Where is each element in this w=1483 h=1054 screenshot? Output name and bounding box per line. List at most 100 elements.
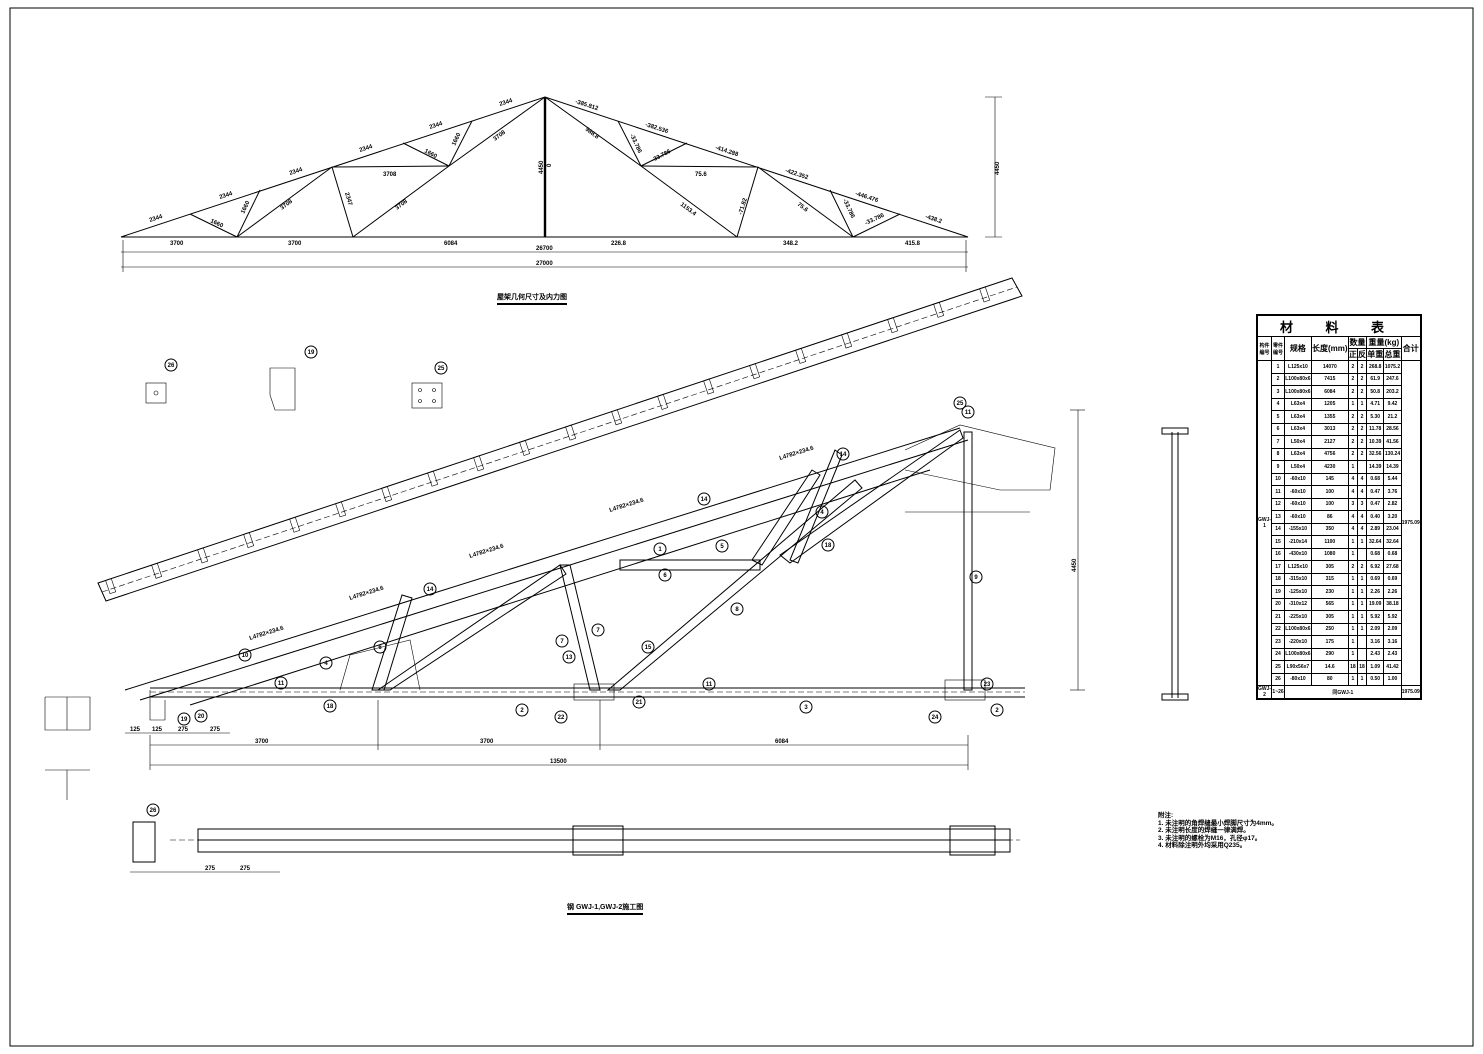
member-label: 2344 [359, 144, 374, 154]
table-cell: 2 [1271, 372, 1286, 386]
table-cell: L63x4 [1284, 410, 1312, 424]
footer-cell: GWJ-2 [1256, 685, 1273, 699]
dimension-lines [125, 409, 1085, 770]
table-cell: 50.8 [1366, 385, 1385, 399]
part-number: 4 [324, 661, 328, 667]
table-cell: 4230 [1310, 460, 1349, 474]
part-balloon [591, 623, 605, 637]
truss-webs [189, 96, 901, 238]
table-cell: 13 [1271, 510, 1286, 524]
table-cell: 1 [1356, 397, 1368, 411]
table-cell: 0.68 [1366, 547, 1385, 561]
purlin-cleat [197, 547, 209, 564]
footer-cell: 1~26 [1271, 685, 1286, 699]
part-balloon [554, 710, 568, 724]
part-number: 2 [520, 708, 524, 714]
table-cell: 1075.2 [1383, 360, 1402, 374]
table-cell: 1 [1347, 547, 1358, 561]
table-cell: 2 [1347, 360, 1358, 374]
part-balloon [658, 568, 672, 582]
part-balloon [632, 695, 646, 709]
part-number: 14 [701, 497, 708, 503]
part-number: 15 [645, 645, 652, 651]
table-cell: 2 [1347, 560, 1358, 574]
table-cell: 14.39 [1383, 460, 1402, 474]
table-cell: L63x4 [1284, 447, 1312, 461]
table-cell: 247.6 [1383, 372, 1402, 386]
purlin-cleat [243, 532, 255, 548]
table-cell [1356, 635, 1368, 649]
table-cell: L63x4 [1284, 422, 1312, 436]
part-balloon [969, 570, 983, 584]
table-cell: 1 [1347, 610, 1358, 624]
table-cell: 2127 [1310, 435, 1349, 449]
top-chord-inner [189, 469, 931, 706]
table-cell: 2 [1347, 435, 1358, 449]
part-balloon [821, 538, 835, 552]
member-label: 988.8 [584, 127, 600, 141]
table-cell: 8 [1271, 447, 1286, 461]
member-label: -446.476 [854, 191, 879, 204]
sheet-border [9, 7, 1474, 1047]
member-label: 1153.4 [679, 202, 698, 218]
dim-label: 26700 [536, 246, 553, 252]
purlin-cleat [979, 286, 991, 303]
table-cell: 0.69 [1383, 572, 1402, 586]
table-cell: 290 [1310, 647, 1349, 661]
small-details [44, 367, 443, 800]
purlin-cleat [335, 501, 347, 518]
table-cell: 4 [1356, 510, 1368, 524]
table-cell: -155x10 [1284, 522, 1312, 536]
part-number: 18 [327, 704, 334, 710]
header-qty-neg: 反 [1356, 348, 1368, 361]
footer-cell: 1975.09 [1400, 685, 1422, 699]
table-cell: 1 [1356, 622, 1368, 636]
table-cell: 2 [1356, 372, 1368, 386]
table-cell: 1 [1356, 585, 1368, 599]
member-label: 1660 [240, 200, 251, 215]
chord-label: L4782×234.6 [609, 497, 645, 514]
purlin-cleat [473, 455, 485, 472]
table-cell: -220x10 [1284, 635, 1312, 649]
part-number: 26 [150, 808, 157, 814]
dim-label: 415.8 [905, 241, 921, 247]
table-cell: 1 [1347, 535, 1358, 549]
member-label: -438.2 [924, 214, 943, 225]
dim-label: 3700 [255, 739, 269, 745]
purlin-cleat [519, 439, 531, 456]
table-cell: -80x10 [1284, 672, 1312, 686]
table-cell: 2 [1356, 422, 1368, 436]
table-cell: 7415 [1310, 372, 1349, 386]
dim-label: 3700 [170, 241, 184, 247]
table-cell: 305 [1310, 610, 1349, 624]
part-balloon [836, 447, 850, 461]
table-cell: 7 [1271, 435, 1286, 449]
part-balloon [515, 703, 529, 717]
part-number: 23 [984, 682, 991, 688]
table-cell: 5.92 [1383, 610, 1402, 624]
table-cell: 4 [1356, 485, 1368, 499]
table-cell: 2.09 [1366, 622, 1385, 636]
table-cell: 2.43 [1366, 647, 1385, 661]
member-label: -33.786 [651, 149, 672, 164]
table-cell: 19.09 [1366, 597, 1385, 611]
part-number: 11 [706, 682, 713, 688]
table-cell: 268.8 [1366, 360, 1385, 374]
part-balloon [164, 358, 178, 372]
table-cell: 41.56 [1383, 435, 1402, 449]
part-number: 13 [566, 655, 573, 661]
table-cell: 0.68 [1383, 547, 1402, 561]
header-spec: 规格 [1284, 336, 1312, 361]
member-label: 3708 [395, 198, 410, 211]
